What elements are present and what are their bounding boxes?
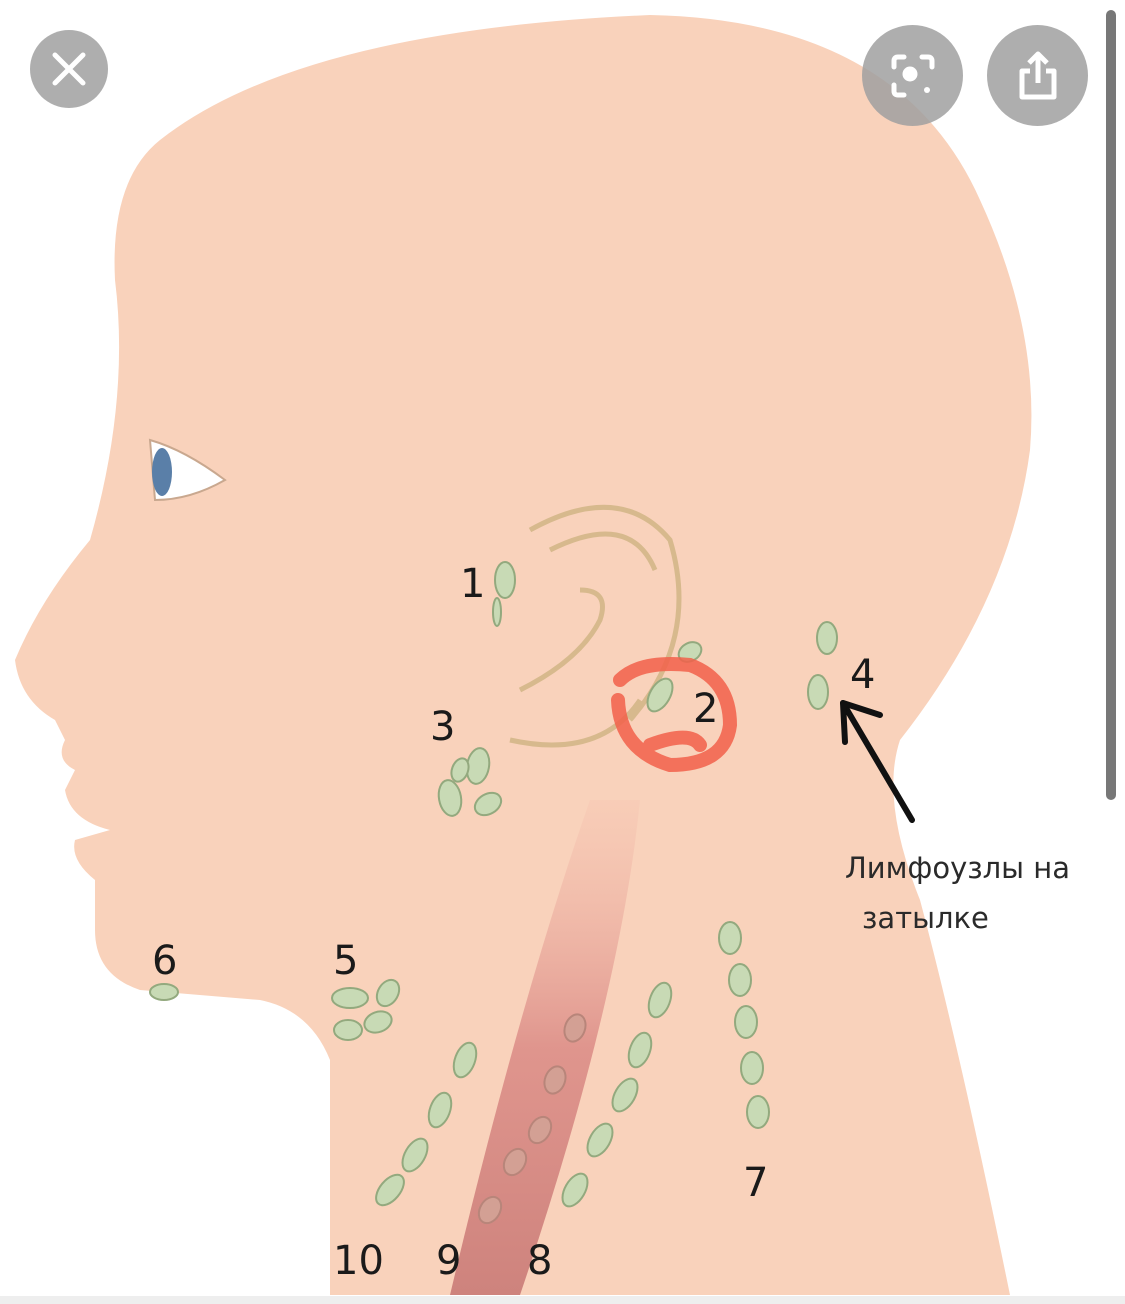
lymph-node	[149, 983, 179, 1001]
visual-search-button[interactable]	[862, 25, 963, 126]
lymph-node	[543, 1065, 567, 1095]
label-9: 9	[436, 1238, 461, 1284]
lymph-node	[375, 978, 401, 1008]
scrollbar[interactable]	[1106, 10, 1116, 800]
lymph-node	[740, 1051, 764, 1085]
lymph-node	[816, 621, 838, 655]
lymph-node	[494, 561, 516, 599]
eye	[148, 438, 227, 502]
lymph-node	[563, 1013, 587, 1043]
label-2: 2	[693, 686, 718, 732]
share-button[interactable]	[987, 25, 1088, 126]
red-annotation-circle	[611, 657, 738, 773]
lymph-node	[718, 921, 742, 955]
lymph-nodes	[149, 561, 838, 1225]
lymph-node	[647, 981, 673, 1019]
label-3: 3	[430, 704, 455, 750]
lymph-node	[473, 791, 503, 817]
ear	[509, 504, 682, 748]
lymph-node	[627, 1031, 653, 1069]
share-icon	[1019, 51, 1056, 99]
lymph-node	[561, 1172, 589, 1208]
label-4: 4	[850, 652, 875, 698]
black-arrow	[840, 700, 915, 823]
label-1: 1	[460, 561, 485, 607]
lymph-node	[437, 779, 463, 817]
lymph-node	[477, 1195, 503, 1225]
lymph-node	[734, 1005, 758, 1039]
lymph-node	[646, 677, 674, 713]
lymph-node	[452, 1041, 478, 1079]
lymph-node	[527, 1115, 553, 1145]
lymph-node	[401, 1137, 429, 1173]
lymph-node	[502, 1147, 528, 1177]
lymph-node	[807, 674, 829, 710]
caption-line-1: Лимфоузлы на	[845, 851, 1070, 885]
lymph-node	[375, 1173, 405, 1207]
lymph-node	[728, 963, 752, 997]
lymph-node	[492, 597, 502, 627]
label-7: 7	[743, 1160, 768, 1206]
lymph-node	[333, 1019, 363, 1041]
lymph-node	[331, 987, 369, 1009]
close-button[interactable]	[30, 30, 108, 108]
caption-line-2: затылке	[862, 901, 989, 935]
lymph-node	[746, 1095, 770, 1129]
bottom-divider	[0, 1296, 1125, 1304]
lymph-node	[586, 1122, 614, 1158]
head-silhouette	[15, 15, 1032, 1295]
visual-search-icon	[891, 54, 934, 97]
label-8: 8	[527, 1238, 552, 1284]
neck-muscle	[450, 800, 640, 1295]
lymph-node	[450, 757, 470, 783]
label-6: 6	[152, 938, 177, 984]
lymph-node	[427, 1091, 453, 1129]
label-10: 10	[333, 1238, 384, 1284]
close-icon	[52, 52, 86, 86]
lymph-node	[611, 1077, 639, 1113]
label-5: 5	[333, 938, 358, 984]
lymph-node	[363, 1010, 393, 1034]
